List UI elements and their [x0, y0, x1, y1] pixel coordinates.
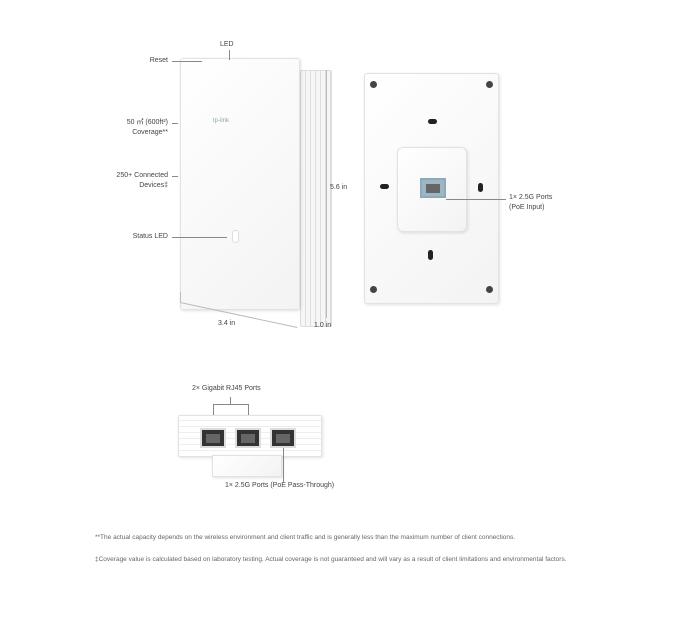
width-dimension-tick — [180, 292, 181, 302]
front-panel — [180, 58, 300, 310]
passthrough-leader-line — [283, 448, 284, 482]
footnote-capacity: **The actual capacity depends on the wir… — [95, 534, 516, 541]
side-fins — [300, 70, 332, 327]
mounting-slot-top — [428, 119, 437, 124]
gigabit-port-2 — [235, 428, 261, 448]
width-dimension: 3.4 in — [218, 320, 236, 327]
passthrough-port — [270, 428, 296, 448]
devices-text: Devices‡ — [139, 182, 168, 189]
coverage-text: Coverage** — [132, 129, 168, 136]
gigabit-bracket-stem — [230, 397, 231, 404]
poe-input-port-count: 1× 2.5G Ports — [509, 194, 553, 201]
poe-input-note: (PoE Input) — [509, 204, 545, 211]
reset-leader-line — [172, 61, 202, 62]
reset-label: Reset — [149, 57, 168, 64]
led-label: LED — [220, 41, 234, 48]
devices-leader-line — [172, 176, 178, 177]
footnote-coverage: ‡Coverage value is calculated based on l… — [95, 556, 567, 563]
poe-input-label: 1× 2.5G Ports (PoE Input) — [509, 193, 552, 213]
status-led-indicator — [232, 230, 239, 243]
passthrough-label: 1× 2.5G Ports (PoE Pass-Through) — [225, 482, 335, 489]
gigabit-bracket-bar — [213, 404, 248, 405]
wall-plate — [212, 455, 282, 477]
coverage-value: 50 ㎡ (600ft²) — [126, 119, 168, 126]
coverage-label: 50 ㎡ (600ft²) Coverage** — [100, 118, 168, 138]
height-dimension: 5.6 in — [330, 184, 348, 191]
mounting-slot-left — [380, 184, 389, 189]
devices-count: 250+ Connected — [116, 172, 168, 179]
mounting-slot-bottom — [428, 250, 433, 260]
mounting-slot-right — [478, 183, 483, 192]
coverage-leader-line — [172, 123, 178, 124]
gigabit-ports-label: 2× Gigabit RJ45 Ports — [192, 385, 261, 392]
screw-top-right — [486, 81, 493, 88]
poe-input-port — [420, 178, 446, 198]
screw-bottom-left — [370, 286, 377, 293]
status-led-leader-line — [172, 237, 227, 238]
led-leader-line — [229, 50, 230, 60]
screw-bottom-right — [486, 286, 493, 293]
status-led-label: Status LED — [132, 233, 168, 240]
gigabit-port-1 — [200, 428, 226, 448]
height-dimension-line — [326, 70, 327, 318]
screw-top-left — [370, 81, 377, 88]
poe-input-leader-line — [446, 199, 506, 200]
tp-link-logo: tp-link — [213, 118, 230, 124]
depth-dimension: 1.0 in — [314, 322, 332, 329]
